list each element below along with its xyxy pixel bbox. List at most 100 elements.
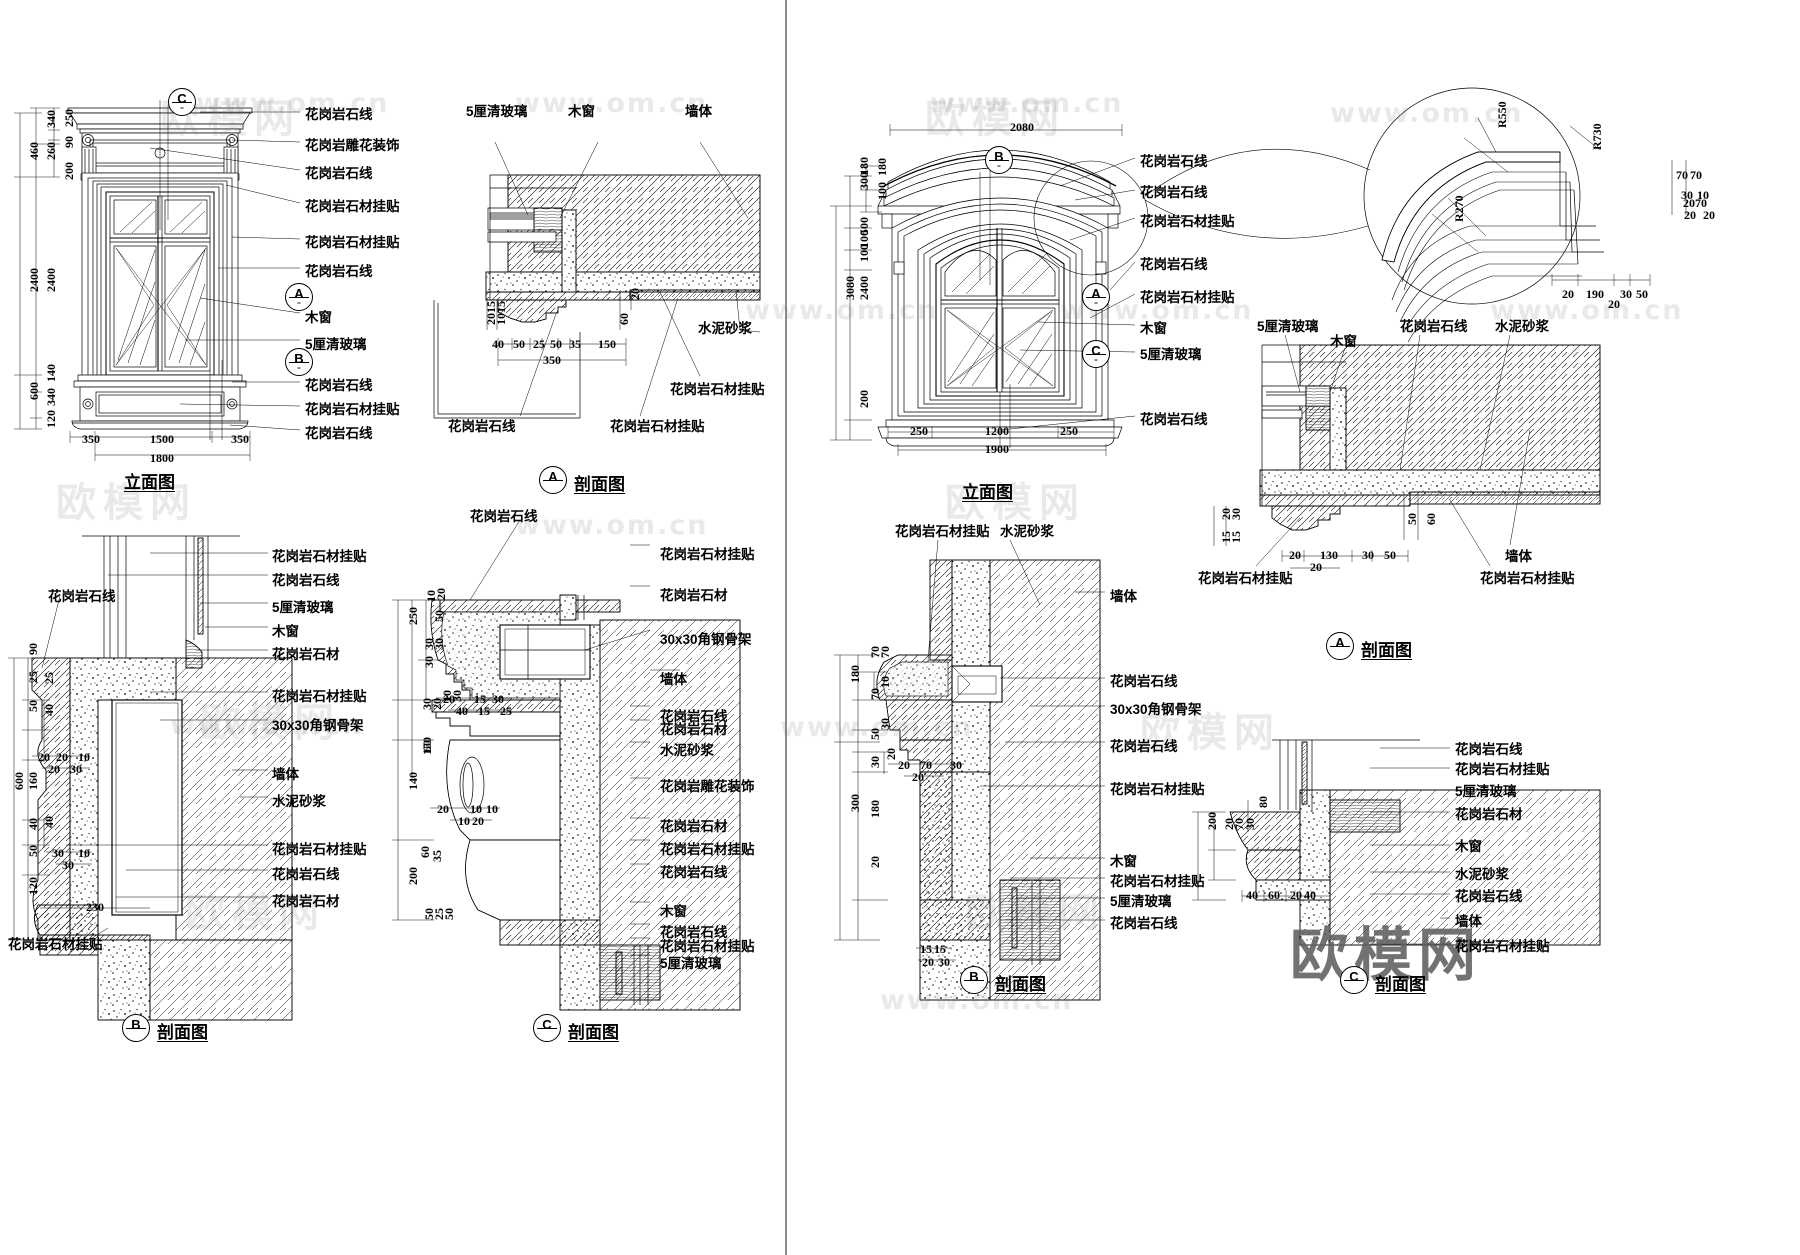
site-logo: 欧模网: [1290, 923, 1483, 988]
tag-letter: B: [294, 351, 304, 366]
dimension-text: 10: [78, 750, 90, 764]
material-label: 花岗岩石材挂贴: [1140, 214, 1235, 229]
material-label: 花岗岩石材挂贴: [1480, 571, 1575, 586]
dimension-text: 2400: [44, 268, 58, 292]
dimension-text: 10: [486, 802, 498, 816]
dimension-text: 10: [878, 676, 892, 688]
dimension-text: 30: [1243, 818, 1257, 830]
section-title-tag-a-right[interactable]: A: [1326, 632, 1354, 660]
dimension-text: 50: [550, 337, 562, 351]
dimension-text: 20: [922, 955, 934, 969]
dimension-text: 20: [898, 758, 910, 772]
section-title-tag-c-right[interactable]: C: [1340, 966, 1368, 994]
dimension-text: 40: [42, 816, 56, 828]
dimension-text: 140: [406, 772, 420, 790]
dimension-text: 30: [1229, 508, 1243, 520]
tag-letter: B: [969, 969, 979, 984]
dimension-text: 20: [472, 814, 484, 828]
dimension-text: 30: [62, 858, 74, 872]
dimension-text: 70: [868, 688, 882, 700]
dimension-text: 180: [848, 665, 862, 683]
material-label: 水泥砂浆: [1455, 867, 1509, 882]
dimension-text: 25: [42, 672, 56, 684]
material-label: 30x30角钢骨架: [272, 718, 364, 733]
material-label: 墙体: [660, 672, 687, 687]
dimension-text: 200: [62, 162, 76, 180]
section-tag-a[interactable]: A -: [285, 283, 313, 311]
dimension-text: 40: [1246, 888, 1258, 902]
section-title-tag-b-right[interactable]: B: [960, 966, 988, 994]
dimension-text: 60: [617, 313, 631, 325]
material-label: 花岗岩石线: [1140, 412, 1208, 427]
dimension-text: 30: [70, 762, 82, 776]
material-label: 花岗岩石材挂贴: [305, 199, 400, 214]
material-label: 花岗岩雕花装饰: [660, 779, 755, 794]
dimension-text: 1900: [985, 442, 1009, 456]
dimension-text: 1500: [150, 432, 174, 446]
dimension-text: 20: [1310, 560, 1322, 574]
material-label: 花岗岩石线: [1110, 674, 1178, 689]
section-title-tag-c[interactable]: C: [533, 1014, 561, 1042]
dimension-text: 35: [430, 850, 444, 862]
dimension-text: 40: [492, 337, 504, 351]
tag-letter: A: [294, 286, 304, 301]
section-tag-b[interactable]: B -: [285, 348, 313, 376]
dimension-text: 1800: [150, 451, 174, 465]
dimension-text: 50: [442, 908, 456, 920]
material-label: 花岗岩石材挂贴: [895, 524, 990, 539]
tag-letter: A: [1091, 286, 1101, 301]
material-label: 墙体: [1110, 589, 1137, 604]
material-label: 花岗岩石材: [660, 722, 728, 737]
title-section-a-left: 剖面图: [574, 475, 625, 494]
dimension-text: 140: [44, 364, 58, 382]
dimension-text: 180: [868, 800, 882, 818]
material-label: 墙体: [1505, 549, 1532, 564]
dimension-text: 20: [437, 802, 449, 816]
material-label: 花岗岩石材挂贴: [272, 842, 367, 857]
dimension-text: 190: [1586, 287, 1604, 301]
dimension-text: 70: [1690, 168, 1702, 182]
section-tag-b-right[interactable]: B -: [985, 146, 1013, 174]
material-label: 花岗岩石线: [1110, 916, 1178, 931]
dimension-text: 30: [950, 758, 962, 772]
dimension-text: 20: [868, 856, 882, 868]
material-label: 花岗岩石材挂贴: [8, 937, 103, 952]
material-label: 花岗岩石材: [1455, 807, 1523, 822]
material-label: 30x30角钢骨架: [660, 632, 752, 647]
dimension-text: 20: [1290, 888, 1302, 902]
material-label: 花岗岩石材挂贴: [305, 402, 400, 417]
material-label: 花岗岩石材: [660, 819, 728, 834]
dimension-text: 2400: [27, 268, 41, 292]
material-label: 花岗岩石线: [305, 378, 373, 393]
material-label: 5厘清玻璃: [305, 337, 367, 352]
dimension-text: 50: [26, 700, 40, 712]
material-label: 花岗岩石线: [305, 426, 373, 441]
dimension-text: 120: [26, 877, 40, 895]
material-label: 花岗岩石线: [48, 589, 116, 604]
section-title-tag-a[interactable]: A: [539, 466, 567, 494]
section-tag-a-right[interactable]: A -: [1082, 283, 1110, 311]
material-label: 花岗岩石材挂贴: [660, 939, 755, 954]
material-label: 水泥砂浆: [660, 743, 714, 758]
dimension-text: 10: [470, 802, 482, 816]
material-label: 花岗岩石材挂贴: [1455, 939, 1550, 954]
material-label: 木窗: [1140, 321, 1167, 336]
material-label: 花岗岩石线: [1110, 739, 1178, 754]
material-label: 木窗: [272, 624, 299, 639]
section-title-tag-b[interactable]: B: [122, 1014, 150, 1042]
material-label: 水泥砂浆: [1000, 524, 1054, 539]
dimension-text: 230: [86, 900, 104, 914]
dimension-text: 180: [857, 157, 871, 175]
material-label: 水泥砂浆: [698, 321, 752, 336]
section-tag-c[interactable]: C -: [168, 88, 196, 116]
dimension-text: 200: [857, 390, 871, 408]
material-label: 花岗岩石材挂贴: [272, 689, 367, 704]
dimension-text: 35: [569, 337, 581, 351]
dimension-text: 20: [884, 748, 898, 760]
dimension-text: 130: [1320, 548, 1338, 562]
section-tag-c-right[interactable]: C -: [1082, 340, 1110, 368]
tag-letter: B: [994, 149, 1004, 164]
dimension-text: 30: [52, 846, 64, 860]
dimension-text: 15: [934, 942, 946, 956]
dimension-text: 1015: [494, 301, 508, 325]
